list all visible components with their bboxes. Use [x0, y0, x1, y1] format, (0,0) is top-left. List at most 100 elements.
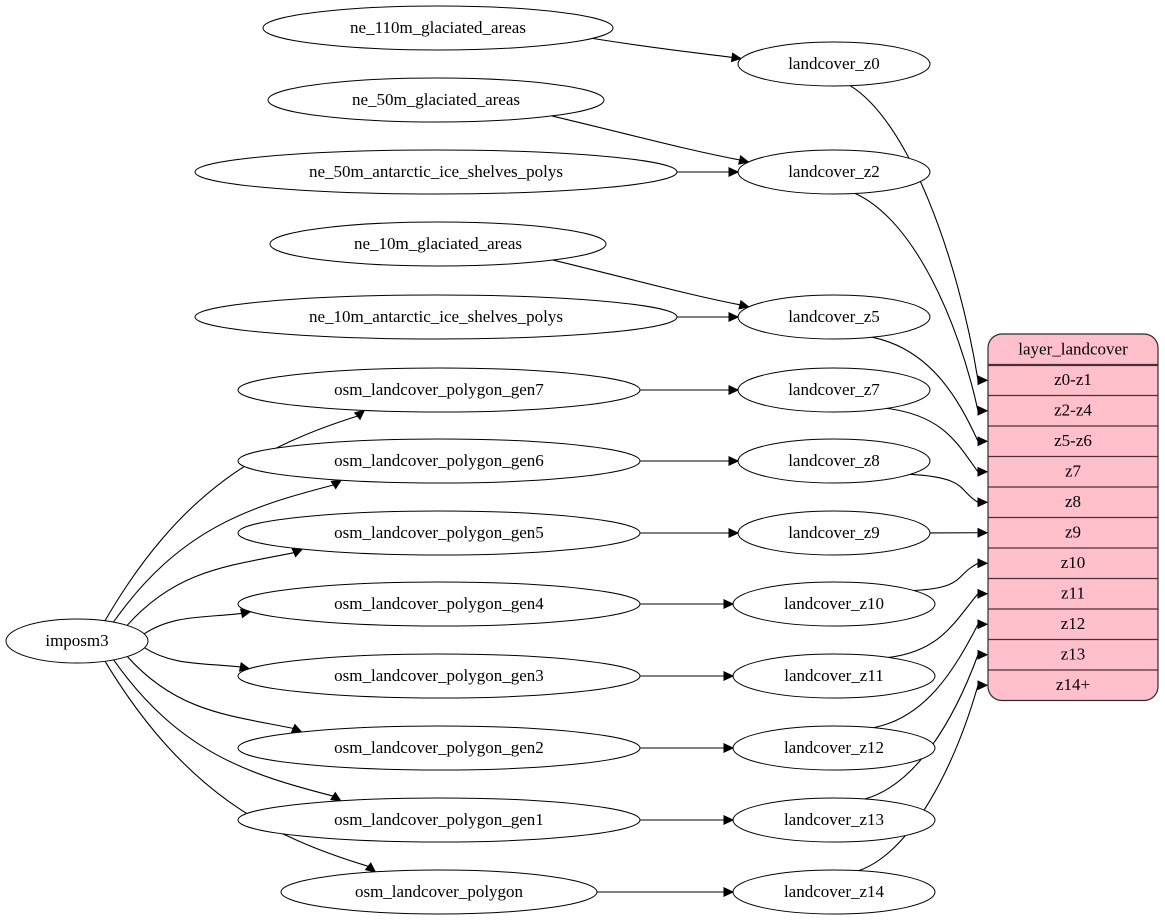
node-label: landcover_z12 — [784, 738, 884, 757]
edge-arrowhead-landcover-z8--to--row-z8 — [977, 497, 989, 508]
node-landcover-z9[interactable]: landcover_z9 — [737, 510, 931, 556]
node-landcover-z12[interactable]: landcover_z12 — [732, 725, 936, 771]
layer-table-row-label: z11 — [1061, 584, 1085, 603]
node-osm-landcover-polygon-gen3[interactable]: osm_landcover_polygon_gen3 — [237, 653, 641, 699]
edge-arrowhead-landcover-z12--to--row-z12 — [977, 619, 989, 630]
layer-table-row-label: z9 — [1065, 523, 1081, 542]
node-layer: imposm3 ne_110m_glaciated_areas ne_50m_gla… — [5, 5, 936, 915]
edge-arrowhead-ne-110m-glaciated-areas--to--landcover-z0 — [730, 52, 743, 63]
node-osm-landcover-polygon-gen6[interactable]: osm_landcover_polygon_gen6 — [237, 438, 641, 484]
node-osm-landcover-polygon-gen2[interactable]: osm_landcover_polygon_gen2 — [237, 725, 641, 771]
node-label: osm_landcover_polygon_gen5 — [334, 523, 544, 542]
layer-table-row-label: z12 — [1061, 614, 1086, 633]
node-shape — [237, 367, 641, 413]
node-osm-landcover-polygon-gen7[interactable]: osm_landcover_polygon_gen7 — [237, 367, 641, 413]
node-label: imposm3 — [45, 631, 108, 650]
edge-ne-10m-glaciated-areas--to--landcover-z5 — [552, 259, 741, 306]
edge-landcover-z14--to--row-z14p — [858, 685, 979, 872]
edge-arrowhead-osm-landcover-polygon-gen6--to--landcover-z8 — [728, 456, 740, 466]
node-label: landcover_z9 — [788, 523, 880, 542]
edge-arrowhead-osm-landcover-polygon-gen4--to--landcover-z10 — [723, 599, 735, 609]
edge-landcover-z12--to--row-z12 — [873, 623, 979, 729]
node-imposm3[interactable]: imposm3 — [5, 618, 149, 664]
node-label: landcover_z8 — [788, 451, 880, 470]
node-landcover-z5[interactable]: landcover_z5 — [737, 294, 931, 340]
edge-arrowhead-ne-50m-antarctic-ice-shelves-polys--to--landcover-z2 — [728, 167, 740, 177]
edge-landcover-z2--to--row-z2-z4 — [854, 192, 979, 411]
edge-arrowhead-osm-landcover-polygon-gen1--to--landcover-z13 — [723, 815, 735, 825]
layer-table-row-label: z8 — [1065, 492, 1081, 511]
node-label: ne_50m_antarctic_ice_shelves_polys — [309, 162, 563, 181]
node-shape — [280, 869, 598, 915]
edge-landcover-z0--to--row-z0-z1 — [849, 85, 979, 381]
edge-arrowhead-osm-landcover-polygon--to--landcover-z14 — [723, 887, 735, 897]
node-osm-landcover-polygon-gen4[interactable]: osm_landcover_polygon_gen4 — [237, 581, 641, 627]
node-landcover-z8[interactable]: landcover_z8 — [737, 438, 931, 484]
node-label: ne_50m_glaciated_areas — [352, 90, 520, 109]
node-shape — [732, 797, 936, 843]
edge-ne-110m-glaciated-areas--to--landcover-z0 — [592, 37, 733, 58]
edge-imposm3--to--osm-landcover-polygon-gen7 — [104, 415, 358, 622]
node-label: landcover_z11 — [784, 666, 883, 685]
edge-arrowhead-osm-landcover-polygon-gen5--to--landcover-z9 — [728, 528, 740, 538]
node-label: osm_landcover_polygon_gen4 — [334, 594, 544, 613]
edge-arrowhead-landcover-z10--to--row-z10 — [977, 558, 989, 569]
node-landcover-z14[interactable]: landcover_z14 — [732, 869, 936, 915]
edge-arrowhead-osm-landcover-polygon-gen7--to--landcover-z7 — [728, 385, 740, 395]
edge-imposm3--to--osm-landcover-polygon-gen1 — [113, 659, 334, 797]
node-label: landcover_z13 — [784, 810, 884, 829]
node-shape — [262, 5, 614, 51]
node-shape — [737, 510, 931, 556]
node-label: landcover_z0 — [788, 54, 880, 73]
node-shape — [237, 797, 641, 843]
node-ne-50m-glaciated-areas[interactable]: ne_50m_glaciated_areas — [267, 77, 605, 123]
node-ne-10m-antarctic-ice-shelves-polys[interactable]: ne_10m_antarctic_ice_shelves_polys — [194, 294, 678, 340]
node-shape — [237, 581, 641, 627]
node-osm-landcover-polygon-gen5[interactable]: osm_landcover_polygon_gen5 — [237, 510, 641, 556]
node-shape — [732, 581, 936, 627]
node-osm-landcover-polygon[interactable]: osm_landcover_polygon — [280, 869, 598, 915]
edge-imposm3--to--osm-landcover-polygon-gen6 — [112, 484, 334, 623]
edge-arrowhead-landcover-z14--to--row-z14p — [977, 680, 989, 691]
node-label: ne_10m_glaciated_areas — [354, 234, 522, 253]
edge-landcover-z8--to--row-z8 — [910, 473, 979, 503]
layer-table-row-label: z2-z4 — [1054, 401, 1092, 420]
node-landcover-z0[interactable]: landcover_z0 — [737, 41, 931, 87]
node-shape — [732, 725, 936, 771]
node-shape — [237, 653, 641, 699]
node-shape — [737, 438, 931, 484]
layer-table-row-label: z0-z1 — [1054, 370, 1092, 389]
node-ne-110m-glaciated-areas[interactable]: ne_110m_glaciated_areas — [262, 5, 614, 51]
edge-imposm3--to--osm-landcover-polygon-gen2 — [126, 656, 294, 729]
node-landcover-z10[interactable]: landcover_z10 — [732, 581, 936, 627]
node-label: ne_10m_antarctic_ice_shelves_polys — [309, 307, 563, 326]
edge-landcover-z11--to--row-z11 — [888, 593, 979, 659]
edge-arrowhead-osm-landcover-polygon-gen3--to--landcover-z11 — [723, 671, 735, 681]
node-label: osm_landcover_polygon_gen1 — [334, 810, 544, 829]
node-shape — [732, 869, 936, 915]
node-label: osm_landcover_polygon_gen3 — [334, 666, 544, 685]
edge-landcover-z7--to--row-z7 — [886, 407, 979, 473]
node-label: osm_landcover_polygon_gen2 — [334, 738, 544, 757]
node-shape — [237, 438, 641, 484]
node-landcover-z2[interactable]: landcover_z2 — [737, 149, 931, 195]
node-osm-landcover-polygon-gen1[interactable]: osm_landcover_polygon_gen1 — [237, 797, 641, 843]
node-landcover-z13[interactable]: landcover_z13 — [732, 797, 936, 843]
edge-imposm3--to--osm-landcover-polygon-gen5 — [126, 552, 295, 626]
node-shape — [5, 618, 149, 664]
layer-table-row-label: z7 — [1065, 462, 1082, 481]
edge-arrowhead-landcover-z11--to--row-z11 — [977, 588, 989, 599]
edge-landcover-z10--to--row-z10 — [913, 562, 979, 592]
node-shape — [194, 149, 678, 195]
edge-arrowhead-ne-50m-glaciated-areas--to--landcover-z2 — [738, 154, 750, 165]
node-label: landcover_z10 — [784, 594, 884, 613]
edge-imposm3--to--osm-landcover-polygon-gen3 — [144, 647, 241, 668]
node-shape — [737, 149, 931, 195]
node-landcover-z7[interactable]: landcover_z7 — [737, 367, 931, 413]
node-landcover-z11[interactable]: landcover_z11 — [732, 653, 936, 699]
node-ne-50m-antarctic-ice-shelves-polys[interactable]: ne_50m_antarctic_ice_shelves_polys — [194, 149, 678, 195]
node-ne-10m-glaciated-areas[interactable]: ne_10m_glaciated_areas — [269, 221, 607, 267]
edge-arrowhead-imposm3--to--osm-landcover-polygon-gen5 — [291, 548, 304, 558]
